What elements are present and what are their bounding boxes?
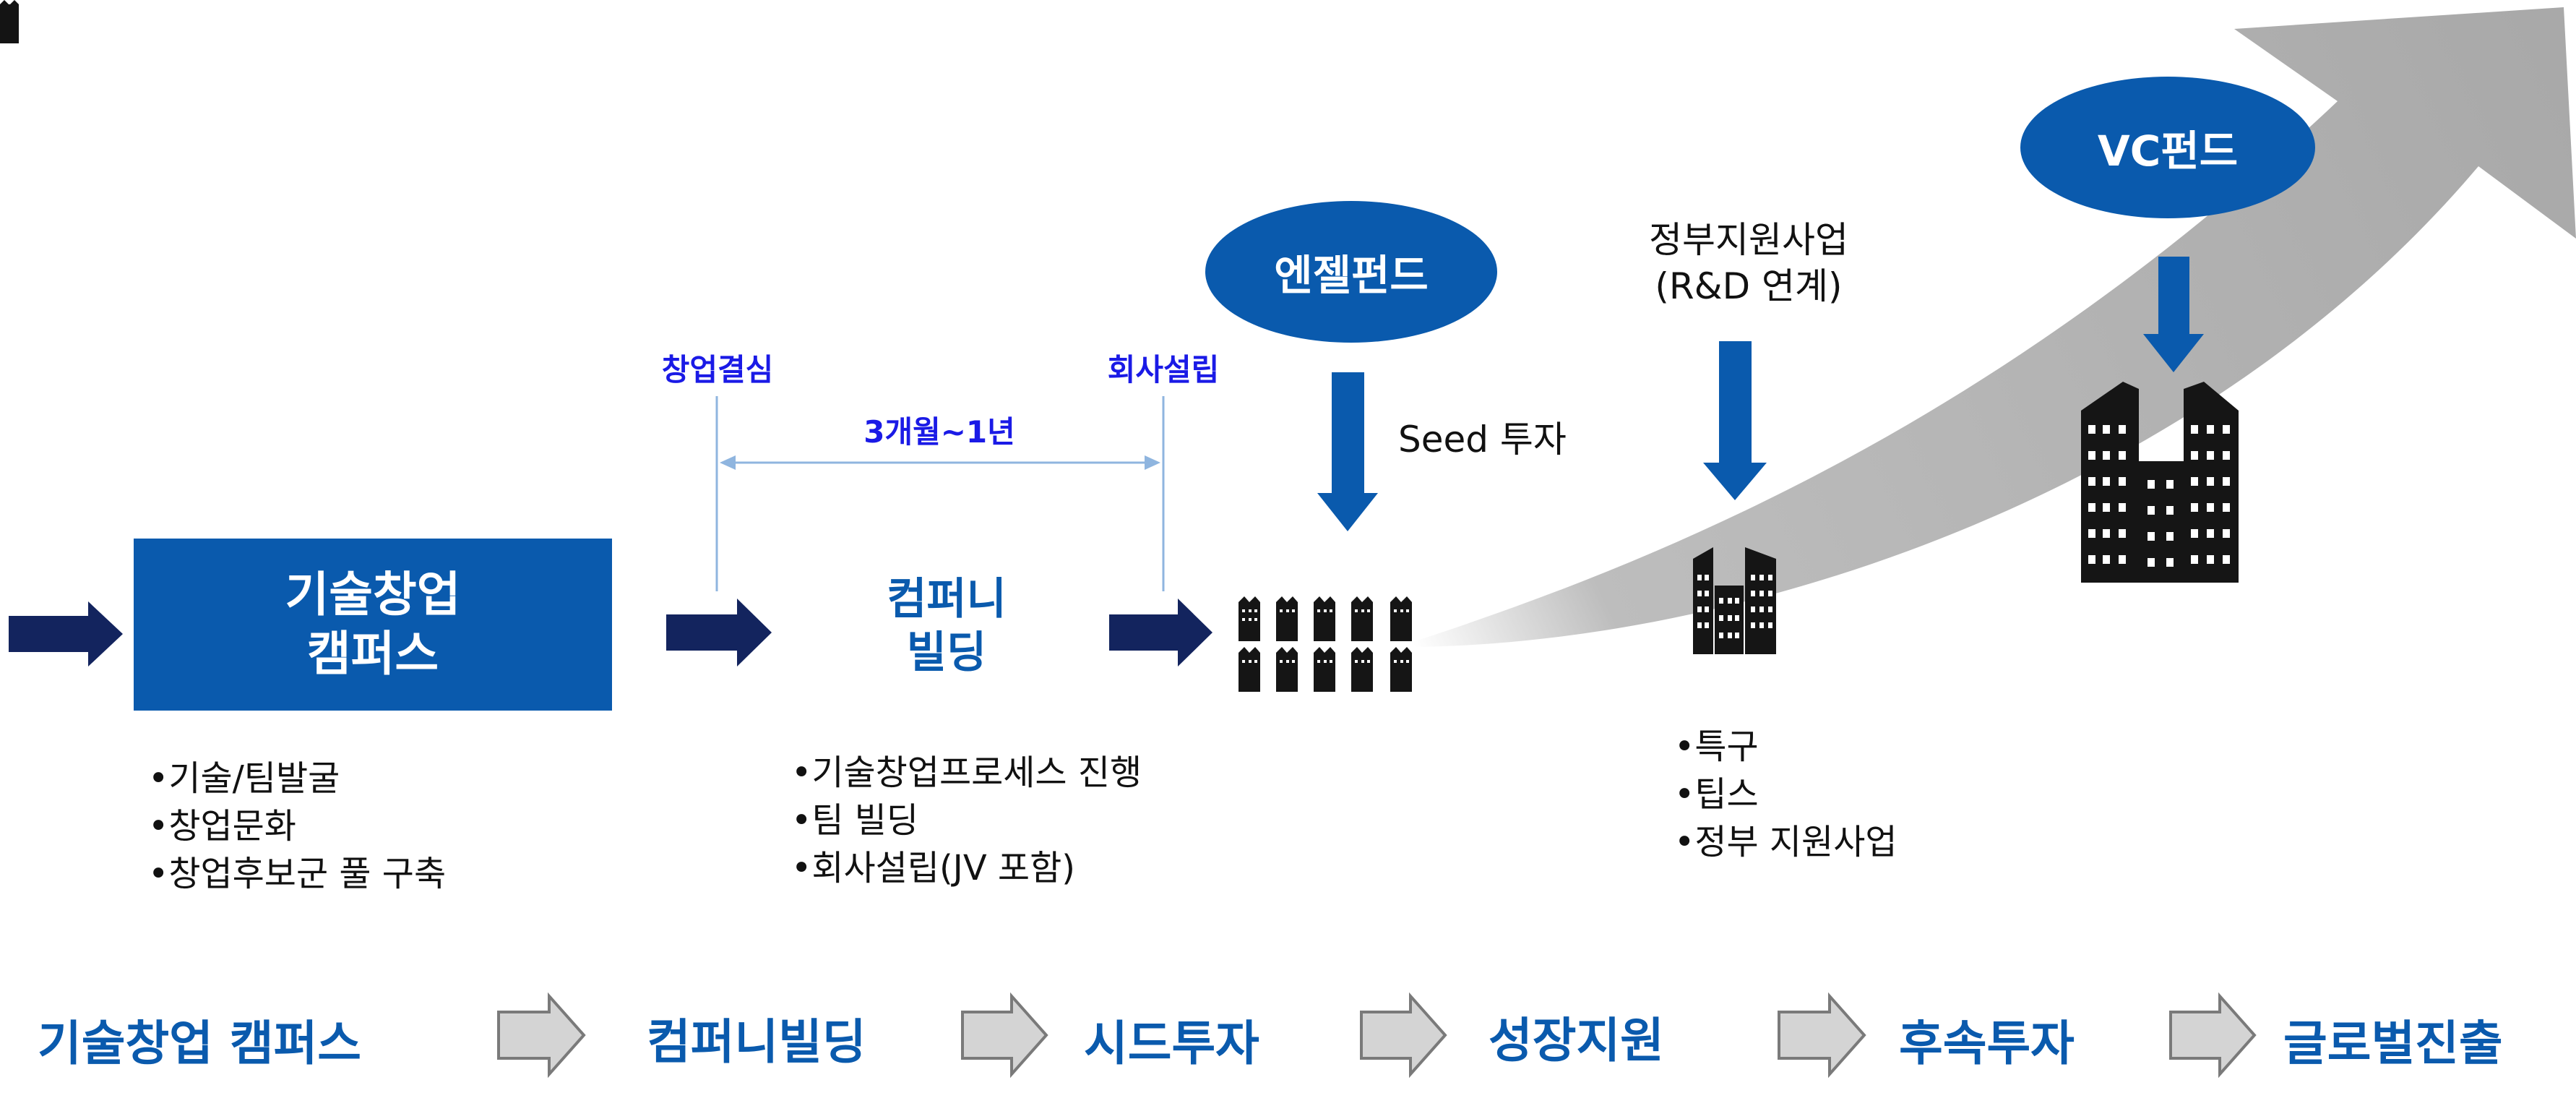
chevron-arrow-icon [497, 992, 586, 1079]
list-item: •정부 지원사업 [1674, 822, 1897, 862]
government-support-label: 정부지원사업 (R&D 연계) [1611, 217, 1886, 309]
company-bullet-list: •기술창업프로세스 진행 •팀 빌딩 •회사설립(JV 포함) [791, 749, 1142, 892]
list-item: •회사설립(JV 포함) [791, 848, 1075, 888]
company-building-title: 컴퍼니 빌딩 [853, 573, 1041, 680]
tech-startup-campus-box: 기술창업 캠퍼스 [134, 539, 612, 711]
down-arrow-icon [1317, 372, 1378, 531]
vc-building [2081, 382, 2240, 583]
building-icon [2081, 382, 2239, 583]
right-arrow-icon [1109, 599, 1212, 666]
building-icon [1693, 547, 1776, 654]
building-icon [1239, 596, 1412, 692]
list-item: •팀 빌딩 [791, 800, 919, 841]
list-item: •창업후보군 풀 구축 [148, 854, 447, 894]
timeline-start-label: 창업결심 [661, 352, 774, 387]
chevron-arrow-icon [961, 992, 1048, 1079]
gov-support-line2: (R&D 연계) [1655, 265, 1843, 307]
growth-building [1693, 546, 1780, 654]
startup-buildings-cluster [0, 0, 19, 43]
campus-title-line2: 캠퍼스 [306, 626, 439, 682]
list-item: •팁스 [1674, 774, 1759, 815]
growth-bullet-list: •특구 •팁스 •정부 지원사업 [1674, 723, 1897, 866]
flow-step-global: 글로벌진출 [2283, 1016, 2503, 1071]
timeline-span-arrow [720, 455, 1160, 470]
list-item: •기술창업프로세스 진행 [791, 753, 1142, 793]
angel-fund-label: 엔젤펀드 [1274, 251, 1429, 300]
chevron-arrow-icon [2169, 992, 2257, 1079]
timeline-end-label: 회사설립 [1107, 352, 1220, 387]
flow-step-campus: 기술창업 캠퍼스 [38, 1016, 362, 1071]
vc-fund-label: VC펀드 [2097, 127, 2239, 176]
flow-step-company-building: 컴퍼니빌딩 [647, 1014, 866, 1070]
right-arrow-icon [9, 601, 123, 666]
down-arrow-icon [2143, 257, 2204, 372]
list-item: •특구 [1674, 726, 1759, 767]
angel-fund-ellipse: 엔젤펀드 [1205, 201, 1497, 343]
gov-support-line1: 정부지원사업 [1649, 219, 1848, 261]
campus-bullet-list: •기술/팀발굴 •창업문화 •창업후보군 풀 구축 [148, 755, 446, 898]
flow-step-seed: 시드투자 [1084, 1016, 1259, 1071]
company-title-line1: 컴퍼니 [887, 574, 1007, 625]
chevron-arrow-icon [1778, 992, 1866, 1079]
chevron-arrow-icon [1360, 992, 1447, 1079]
down-arrow-icon [1703, 341, 1767, 500]
timeline-duration-label: 3개월~1년 [863, 414, 1015, 450]
flow-step-growth: 성장지원 [1489, 1013, 1664, 1068]
growth-curve-arrow [1413, 7, 2576, 647]
list-item: •창업문화 [148, 806, 296, 846]
vc-fund-ellipse: VC펀드 [2020, 77, 2315, 218]
seed-investment-label: Seed 투자 [1398, 419, 1567, 460]
list-item: •기술/팀발굴 [148, 758, 340, 799]
company-title-line2: 빌딩 [906, 627, 987, 678]
right-arrow-icon [666, 599, 772, 666]
seed-buildings [1239, 596, 1419, 698]
campus-title-line1: 기술창업 [285, 567, 461, 622]
flow-step-follow-on: 후속투자 [1899, 1016, 2075, 1071]
